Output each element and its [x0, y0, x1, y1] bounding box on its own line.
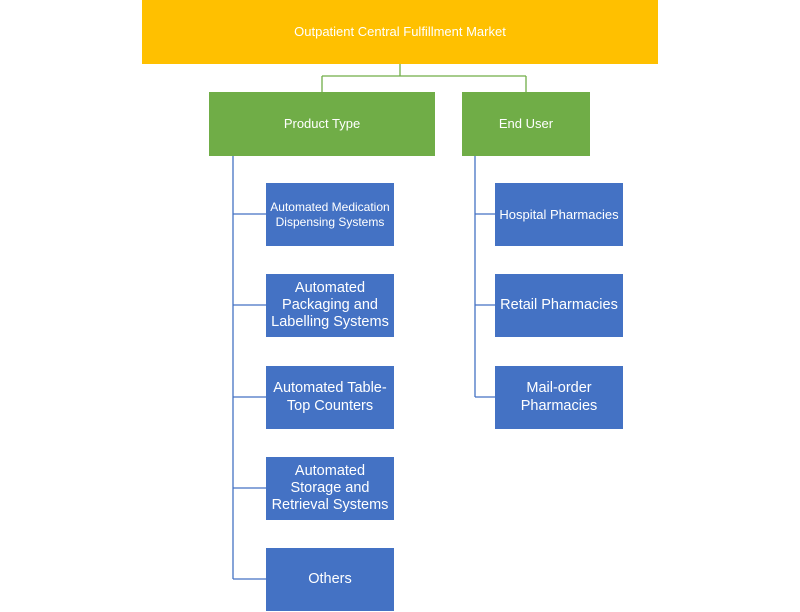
leaf-label: Automated Table-Top Counters	[273, 380, 387, 414]
leaf-label: Others	[308, 570, 352, 587]
root-node-label: Outpatient Central Fulfillment Market	[294, 24, 506, 40]
leaf-label: Automated Medication Dispensing Systems	[270, 200, 390, 229]
leaf-automated-table-top-counters: Automated Table-Top Counters	[266, 366, 394, 429]
category-product-type: Product Type	[209, 92, 435, 156]
category-end-user: End User	[462, 92, 590, 156]
leaf-label: Retail Pharmacies	[500, 296, 618, 313]
root-node: Outpatient Central Fulfillment Market	[142, 0, 658, 64]
leaf-label: Automated Packaging and Labelling System…	[271, 279, 389, 331]
leaf-label: Hospital Pharmacies	[499, 206, 619, 222]
leaf-automated-storage-and-retrieval-systems: Automated Storage and Retrieval Systems	[266, 457, 394, 520]
leaf-automated-packaging-and-labelling-systems: Automated Packaging and Labelling System…	[266, 274, 394, 337]
leaf-label: Mail-order Pharmacies	[520, 380, 598, 414]
category-label: Product Type	[283, 116, 361, 132]
leaf-automated-medication-dispensing-systems: Automated Medication Dispensing Systems	[266, 183, 394, 246]
leaf-others: Others	[266, 548, 394, 611]
category-label: End User	[498, 116, 554, 132]
leaf-retail-pharmacies: Retail Pharmacies	[495, 274, 623, 337]
leaf-label: Automated Storage and Retrieval Systems	[271, 462, 389, 514]
leaf-mail-order-pharmacies: Mail-order Pharmacies	[495, 366, 623, 429]
leaf-hospital-pharmacies: Hospital Pharmacies	[495, 183, 623, 246]
